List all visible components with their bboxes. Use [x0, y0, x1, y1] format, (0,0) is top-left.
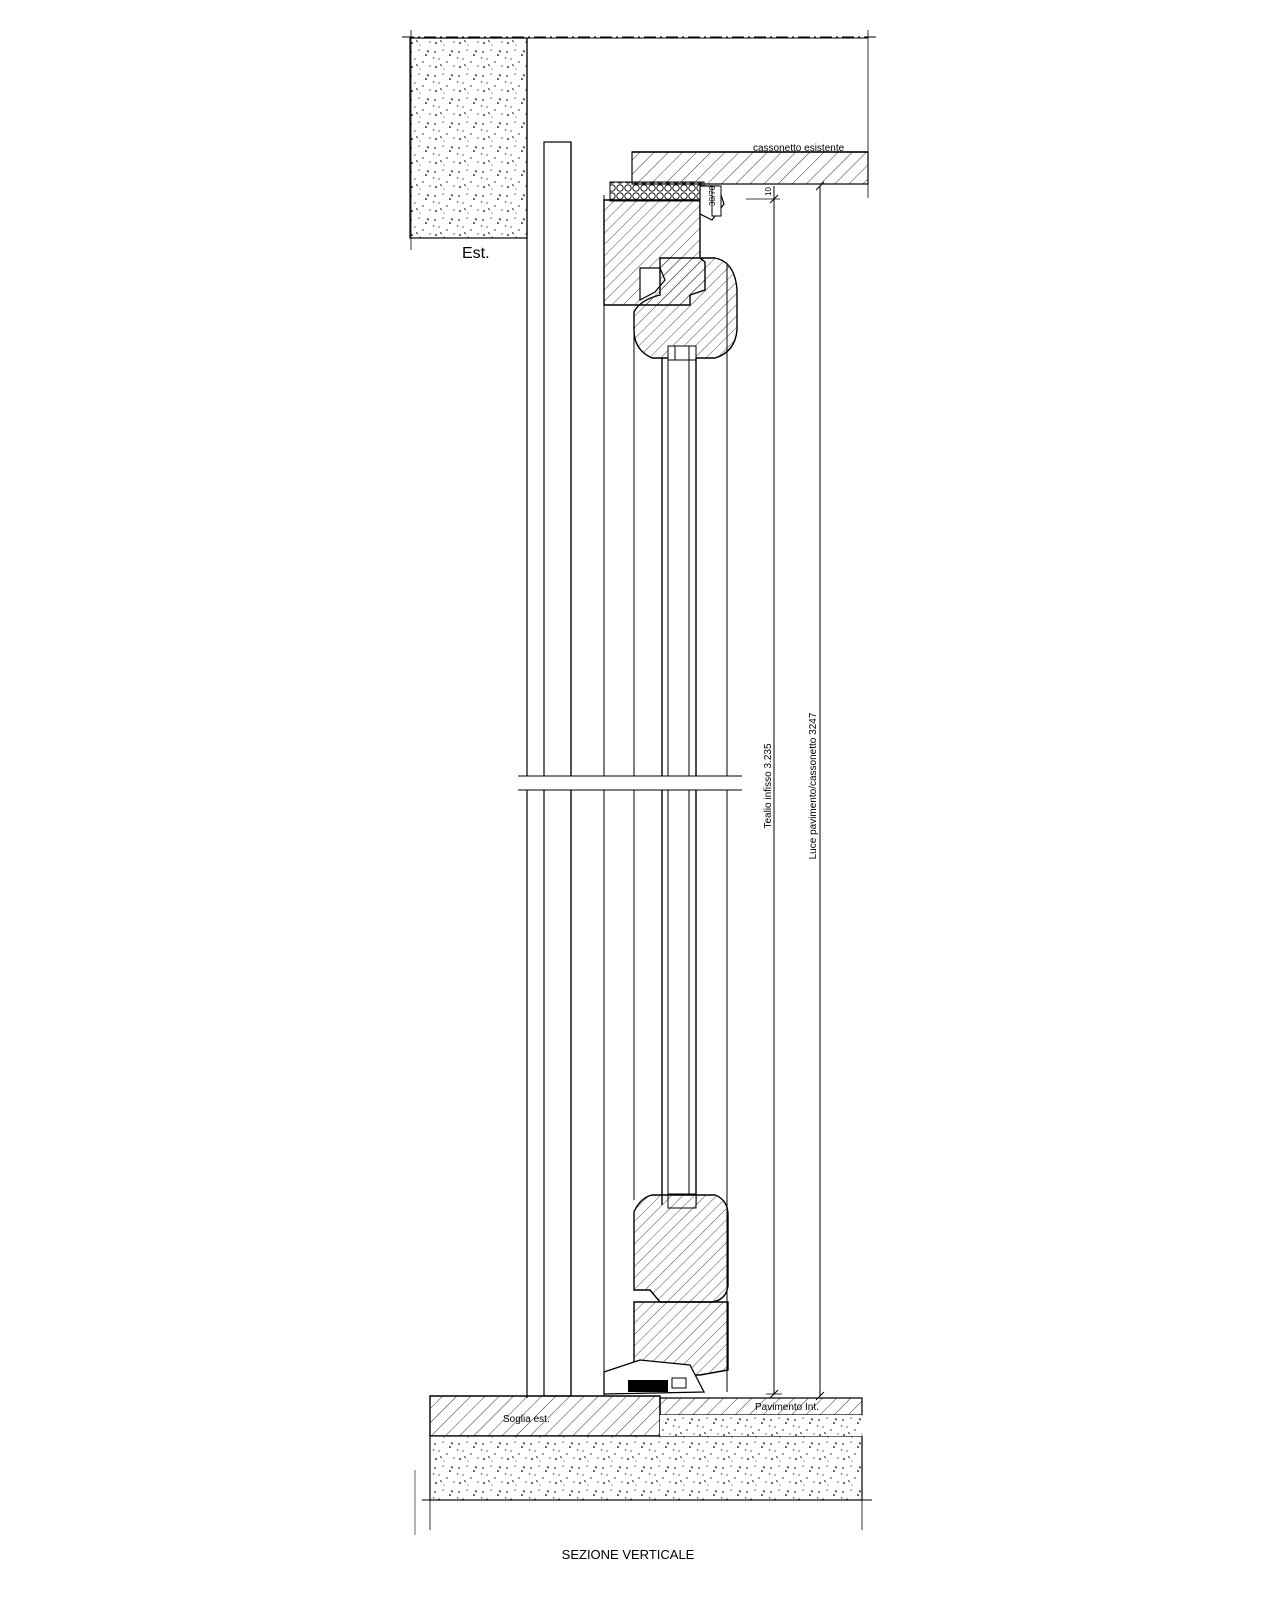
lower-sash: [633, 1193, 729, 1303]
exterior-wall-block: [402, 30, 878, 1398]
frame-height-label: Tealio infisso 3.235: [763, 743, 774, 828]
section-title: SEZIONE VERTICALE: [562, 1547, 695, 1562]
small-dimension-label: 30/70: [708, 185, 717, 206]
lower-frame: [603, 1301, 729, 1395]
existing-box: [631, 151, 869, 185]
shutter-guide: [543, 141, 728, 1397]
upper-sash: [633, 257, 738, 361]
section-break: [516, 775, 742, 791]
exterior-label: Est.: [462, 245, 490, 262]
dimension-floor-to-box: [815, 181, 825, 1401]
existing-box-label: cassonetto esistente: [753, 143, 845, 154]
dimension-frame-height: [746, 186, 782, 1399]
floor-section: [414, 1395, 872, 1535]
floor-to-box-label: Luce pavimento/cassonetto 3247: [808, 712, 819, 859]
threshold-ext-label: Soglia est.: [503, 1414, 550, 1425]
dim-small-top-label: 10: [764, 187, 773, 196]
floor-int-label: Pavimento Int.: [755, 1402, 819, 1413]
